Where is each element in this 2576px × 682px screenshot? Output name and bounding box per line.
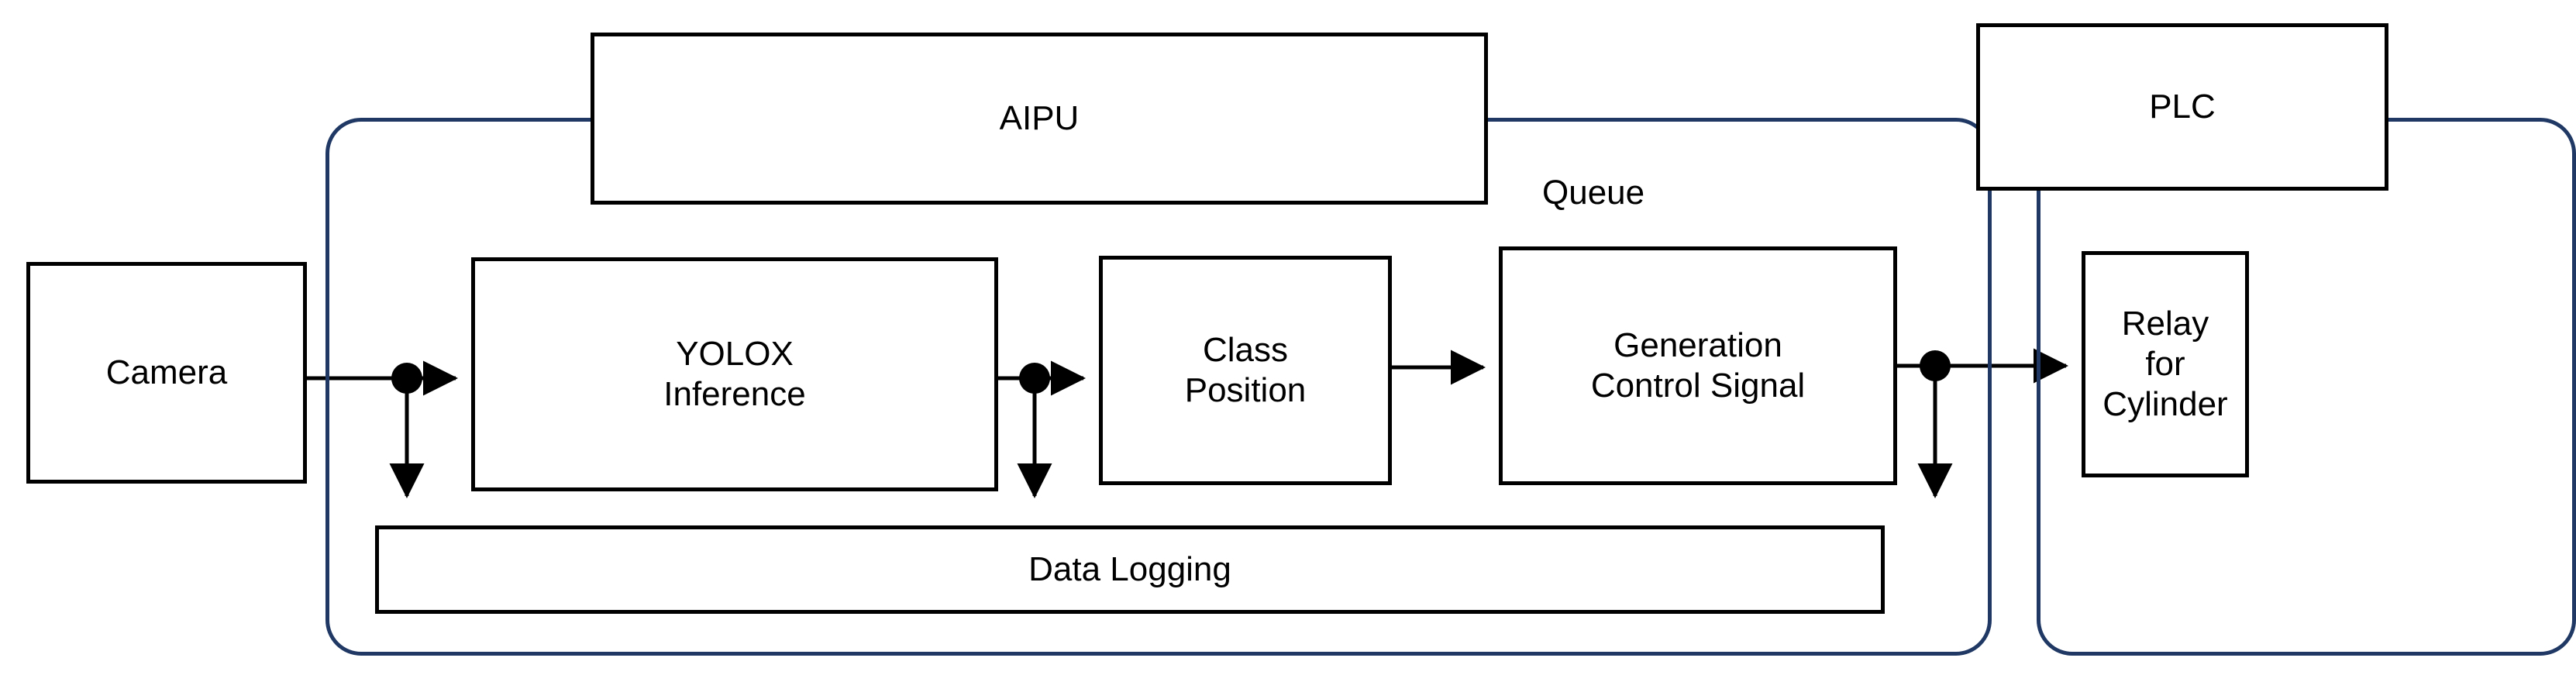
node-camera[interactable]: Camera [26, 262, 307, 484]
label-queue: Queue [1542, 174, 1645, 212]
node-data-logging[interactable]: Data Logging [375, 525, 1885, 614]
node-plc-label: PLC [2149, 88, 2216, 126]
node-generation-control-signal[interactable]: Generation Control Signal [1499, 246, 1897, 485]
node-plc[interactable]: PLC [1976, 23, 2388, 191]
node-relay-for-cylinder[interactable]: Relay for Cylinder [2082, 251, 2249, 477]
node-class-position-label: Class Position [1184, 331, 1307, 409]
node-camera-label: Camera [105, 353, 228, 392]
node-aipu-label: AIPU [999, 99, 1080, 138]
node-data-logging-label: Data Logging [1028, 550, 1231, 589]
node-yolox-inference[interactable]: YOLOX Inference [471, 257, 998, 491]
node-generation-control-signal-label: Generation Control Signal [1590, 326, 1806, 405]
node-relay-for-cylinder-label: Relay for Cylinder [2102, 305, 2228, 423]
node-aipu[interactable]: AIPU [591, 33, 1488, 205]
node-yolox-inference-label: YOLOX Inference [663, 335, 806, 413]
node-class-position[interactable]: Class Position [1099, 256, 1392, 485]
